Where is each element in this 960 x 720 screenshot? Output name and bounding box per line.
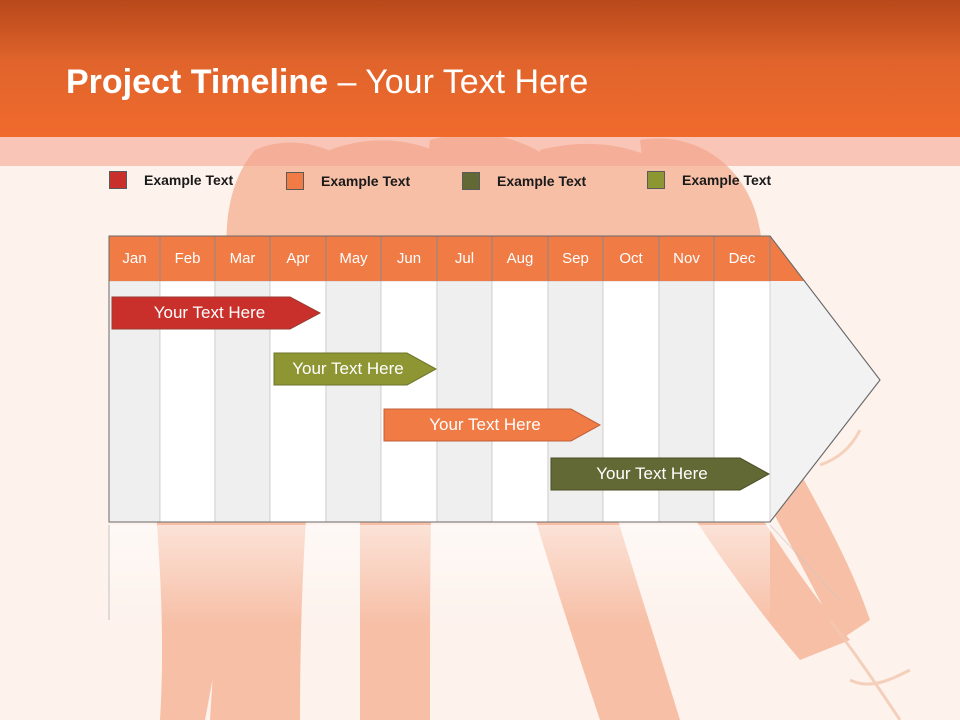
legend-item-2: Example Text <box>286 171 410 191</box>
legend-label-1: Example Text <box>144 172 234 188</box>
month-label-jul: Jul <box>454 250 475 267</box>
task-bar-2[interactable] <box>273 352 438 386</box>
legend-label-4: Example Text <box>682 172 772 188</box>
month-label-may: May <box>339 250 368 267</box>
header-bar <box>0 0 960 137</box>
legend-label-3: Example Text <box>497 173 587 189</box>
legend-swatch-1 <box>109 171 127 189</box>
month-label-sep: Sep <box>562 250 589 267</box>
month-label-dec: Dec <box>728 250 756 267</box>
month-label-mar: Mar <box>229 250 256 267</box>
month-label-nov: Nov <box>673 250 700 267</box>
legend-swatch-2 <box>286 172 304 190</box>
legend-swatch-4 <box>647 171 665 189</box>
month-column-aug <box>491 280 549 523</box>
month-label-aug: Aug <box>506 250 534 267</box>
task-label-1: Your Text Here <box>153 303 266 322</box>
month-column-jul <box>436 280 493 523</box>
task-bar-4[interactable] <box>550 457 771 491</box>
task-bar-3[interactable] <box>383 408 602 442</box>
task-label-4: Your Text Here <box>596 464 708 483</box>
title-bold: Project Timeline <box>66 63 329 101</box>
legend-swatch-3 <box>462 172 480 190</box>
legend-item-4: Example Text <box>647 170 771 190</box>
month-header-strip <box>109 236 804 281</box>
task-label-2: Your Text Here <box>292 359 404 378</box>
month-label-oct: Oct <box>619 250 643 267</box>
task-bar-1[interactable] <box>111 296 322 330</box>
legend-label-2: Example Text <box>321 173 411 189</box>
month-label-feb: Feb <box>174 250 201 267</box>
task-label-3: Your Text Here <box>429 415 541 434</box>
month-column-may <box>325 280 382 523</box>
legend-item-3: Example Text <box>462 171 586 191</box>
month-column-jun <box>380 280 438 523</box>
header-accent-band <box>0 137 960 166</box>
page-title: Project Timeline – Your Text Here <box>66 60 588 104</box>
timeline-reflection <box>108 524 841 625</box>
legend-item-1: Example Text <box>109 170 233 190</box>
month-header-dividers <box>159 236 771 281</box>
month-label-jan: Jan <box>122 250 147 267</box>
month-label-apr: Apr <box>286 250 310 267</box>
month-label-jun: Jun <box>396 250 422 267</box>
title-rest: – Your Text Here <box>328 63 589 101</box>
